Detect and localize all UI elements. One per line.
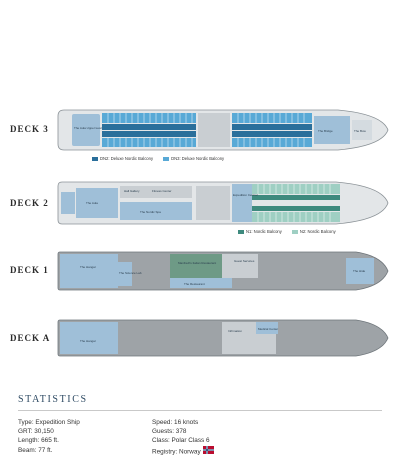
- legend-n1-swatch: [238, 229, 244, 234]
- deck-label-2: DECK 2: [10, 198, 49, 208]
- stat-guests: Guests: 378: [152, 428, 187, 436]
- stat-beam: Beam: 77 ft.: [18, 446, 53, 454]
- legend-dn2: DN2: Deluxe Nordic Balcony: [92, 156, 153, 161]
- statistics-divider: [18, 410, 382, 411]
- legend-n2: N2: Nordic Balcony: [291, 229, 336, 234]
- statistics-right: Speed: 16 knots Guests: 378 Class: Polar…: [152, 418, 214, 457]
- decka-room-hangar: The Hangar: [80, 339, 96, 343]
- legend-dn2-swatch: [92, 156, 98, 161]
- deck-2-legend: N1: Nordic Balcony N2: Nordic Balcony: [238, 229, 336, 234]
- legend-dn3: DN3: Deluxe Nordic Balcony: [163, 156, 224, 161]
- decka-room-medical: Medical Center: [258, 327, 278, 331]
- legend-n2-swatch: [291, 229, 298, 234]
- deck1-room-restaurant: The Restaurant: [184, 282, 205, 286]
- stat-class: Class: Polar Class 6: [152, 437, 210, 445]
- deck-label-1: DECK 1: [10, 265, 49, 275]
- deck1-room-hide: The Hide: [353, 269, 366, 273]
- deck1-room-guest: Guest Services: [234, 259, 255, 263]
- deck-3-legend: DN2: Deluxe Nordic Balcony DN3: Deluxe N…: [92, 156, 224, 161]
- deck-label-a: DECK A: [10, 333, 51, 343]
- deck2-room-hall-gallery: Hall Gallery: [124, 189, 140, 193]
- stat-speed: Speed: 16 knots: [152, 419, 199, 426]
- stat-type: Type: Expedition Ship: [18, 419, 80, 426]
- deck2-room-expedition: Expedition Central: [233, 193, 258, 197]
- deck3-room-aula: The Aula Upper level: [74, 126, 102, 130]
- deck-3-plan: The Aula Upper level The Bow The Bridge: [56, 108, 390, 152]
- deck-2-plan: Hall Gallery Fitness Center The Aula The…: [56, 180, 390, 226]
- deck1-room-hangar: The Hangar: [80, 265, 96, 269]
- stat-registry: Registry: Norway: [152, 447, 201, 455]
- deck-1-plan: The Hangar The Science Lab Manfredi's It…: [56, 250, 390, 292]
- stat-registry-row: Registry: Norway: [152, 445, 214, 457]
- deck2-room-fitness: Fitness Center: [152, 189, 172, 193]
- stat-grt: GRT: 30,150: [18, 428, 54, 436]
- deck-a-plan: The Hangar Infirmation Medical Center: [56, 318, 390, 358]
- deck2-room-spa: The Nordic Spa: [140, 210, 161, 214]
- deck2-room-aula: The Aula: [86, 201, 98, 205]
- deck-label-3: DECK 3: [10, 124, 49, 134]
- deck1-room-science: The Science Lab: [119, 271, 142, 275]
- deck3-room-bow: The Bow: [354, 129, 367, 133]
- deck1-room-manfredis: Manfredi's Italian Restaurant: [178, 261, 216, 265]
- stat-length: Length: 665 ft.: [18, 437, 59, 445]
- statistics-title: STATISTICS: [18, 394, 88, 405]
- statistics-left: Type: Expedition Ship GRT: 30,150 Length…: [18, 418, 80, 455]
- norway-flag-icon: [202, 445, 214, 457]
- deck3-room-bridge: The Bridge: [318, 129, 333, 133]
- decka-room-infirmation: Infirmation: [228, 329, 242, 333]
- legend-dn3-swatch: [163, 156, 170, 161]
- legend-n1: N1: Nordic Balcony: [238, 229, 282, 234]
